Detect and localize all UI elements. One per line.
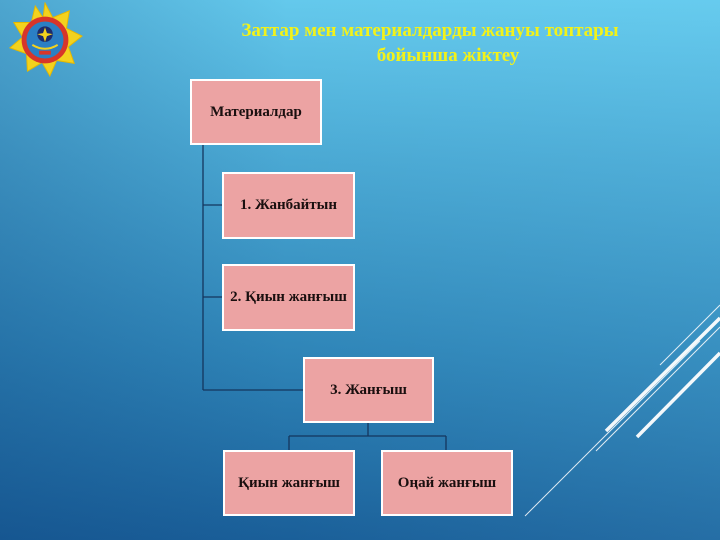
title-line-1: Заттар мен материалдарды жануы топтары xyxy=(241,20,619,41)
node-hardly-combustible: 2. Қиын жанғыш xyxy=(222,264,355,331)
node-label: 1. Жанбайтын xyxy=(240,197,337,213)
emblem-logo-icon xyxy=(8,2,83,78)
node-label: 2. Қиын жанғыш xyxy=(230,289,347,305)
node-combustible: 3. Жанғыш xyxy=(303,357,434,423)
node-combustible-hard-to-ignite: Қиын жанғыш xyxy=(223,450,355,516)
title-line-2: бойынша жіктеу xyxy=(376,45,520,66)
node-label: 3. Жанғыш xyxy=(330,381,407,398)
node-combustible-easy-to-ignite: Оңай жанғыш xyxy=(381,450,513,516)
node-noncombustible: 1. Жанбайтын xyxy=(222,172,355,239)
node-label: Қиын жанғыш xyxy=(238,474,340,491)
node-materials-root: Материалдар xyxy=(190,79,322,145)
node-label: Оңай жанғыш xyxy=(397,474,497,491)
slide-title: Заттар мен материалдарды жануы топтары б… xyxy=(180,18,680,68)
node-label: Материалдар xyxy=(210,103,302,120)
